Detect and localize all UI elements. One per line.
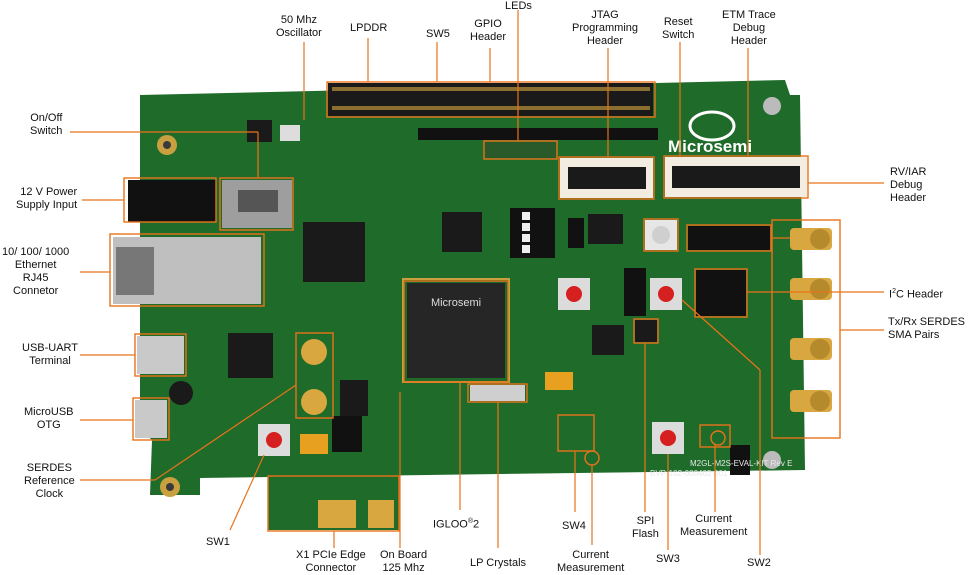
label-sw5: SW5 (426, 28, 450, 40)
chip (247, 120, 272, 142)
lpddr-chip (303, 222, 365, 282)
pin-header (624, 268, 646, 316)
rv-iar-header-shell (688, 226, 770, 250)
led-row (484, 142, 556, 158)
chip (588, 214, 623, 244)
microsemi-logo-text: Microsemi (668, 137, 752, 156)
usb-uart-chip (228, 333, 273, 378)
chip (592, 325, 624, 355)
board-silkscreen: M2GL-M2S-EVAL-KIT Rev E (690, 459, 792, 468)
label-lpddr: LPDDR (350, 22, 388, 34)
push-buttons (258, 278, 684, 456)
label-i2c-header: I2C Header (889, 288, 944, 301)
current-header (730, 445, 750, 475)
gpio-jumper (568, 218, 584, 248)
pcie-gold-fingers (318, 500, 394, 528)
serdes-sma (301, 389, 327, 415)
serdes-sma (301, 339, 327, 365)
dip-switch (510, 208, 555, 258)
pin-header (332, 416, 362, 452)
fpga-logo-text: Microsemi (431, 297, 481, 309)
tantalum-cap (300, 434, 328, 454)
label-sw2: SW2 (747, 557, 771, 569)
power-jack (128, 180, 216, 222)
board-silkscreen-part: BVP-102-000402-001 (650, 469, 728, 478)
label-sw4: SW4 (562, 520, 586, 532)
oscillator (280, 125, 300, 141)
tantalum-cap (545, 372, 573, 390)
label-sw3: SW3 (656, 553, 680, 565)
chip (442, 212, 482, 252)
igloo2-fpga (407, 283, 505, 378)
label-igloo2: IGLOO®2 (433, 518, 480, 531)
mounting-hole (763, 97, 781, 115)
spi-flash (635, 320, 657, 342)
label-sw1: SW1 (206, 536, 230, 548)
capacitor (169, 381, 193, 405)
chip (340, 380, 368, 416)
microusb-connector (135, 400, 167, 438)
crystals (470, 385, 525, 401)
label-lp-crystals: LP Crystals (470, 557, 527, 569)
label-leds: LEDs (505, 0, 532, 12)
mounting-hole (763, 451, 781, 469)
i2c-header-shell (696, 270, 746, 316)
usb-uart-connector (137, 336, 184, 374)
microsemi-logo-mark (688, 110, 736, 142)
